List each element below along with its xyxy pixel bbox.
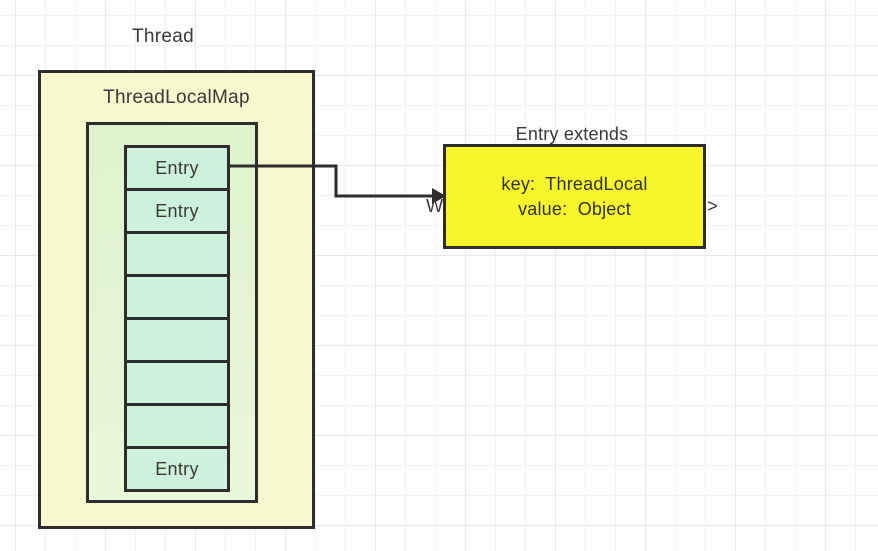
entry-key-line: key: ThreadLocal	[501, 173, 648, 194]
entry-cell-label: Entry	[155, 157, 199, 178]
entry-cell-1: Entry	[124, 188, 230, 234]
entry-cell-0: Entry	[124, 145, 230, 191]
threadlocalmap-title: ThreadLocalMap	[103, 87, 250, 108]
entry-cell-2	[124, 231, 230, 277]
entry-cell-3	[124, 274, 230, 320]
entry-stack: Entry Entry Entry	[124, 145, 230, 492]
entry-detail-box: key: ThreadLocal value: Object	[443, 144, 706, 249]
threadlocalmap-box: ThreadLocalMap Entry Entry Entry	[38, 70, 315, 529]
thread-label: Thread	[132, 26, 195, 47]
entry-cell-4	[124, 317, 230, 363]
entry-table-box: Entry Entry Entry	[86, 122, 258, 503]
entry-cell-6	[124, 403, 230, 449]
entry-cell-label: Entry	[155, 200, 199, 221]
entry-value-line: value: Object	[518, 198, 631, 219]
entry-cell-7: Entry	[124, 446, 230, 492]
entry-extends-line1: Entry extends	[515, 124, 629, 144]
entry-cell-label: Entry	[155, 458, 199, 479]
entry-cell-5	[124, 360, 230, 406]
